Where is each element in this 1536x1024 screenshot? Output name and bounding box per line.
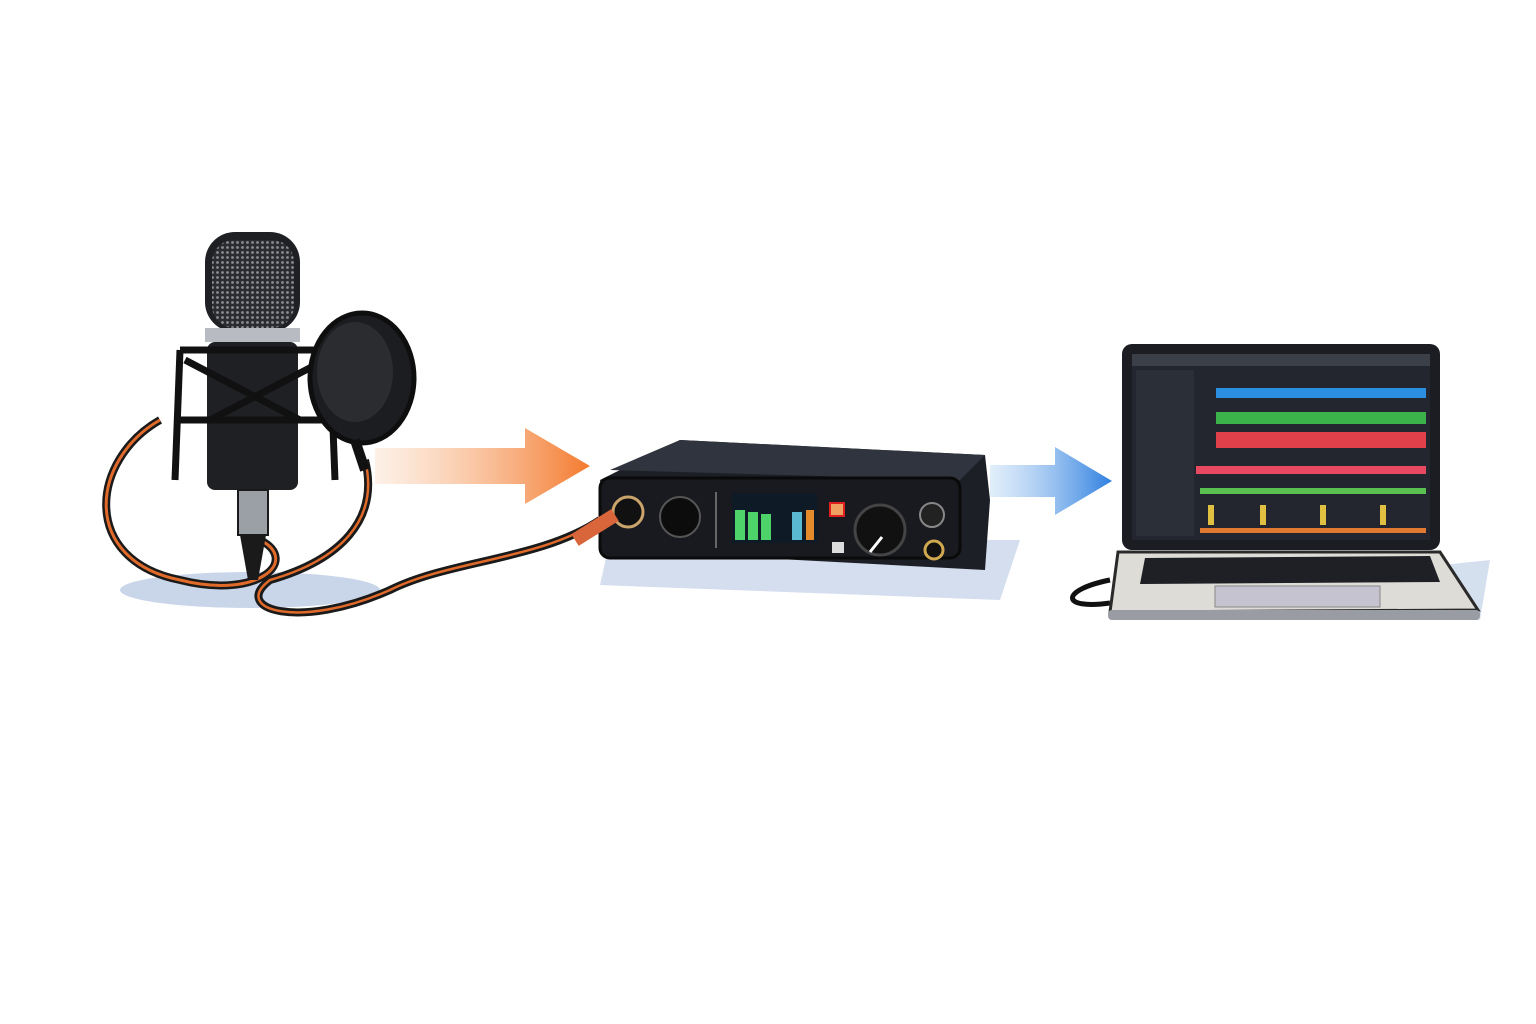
signal-arrow-orange <box>375 428 590 504</box>
condenser-microphone-icon <box>102 232 603 617</box>
laptop-daw-icon <box>1070 344 1481 620</box>
signal-arrow-blue <box>990 447 1112 515</box>
audio-interface-icon <box>571 440 990 570</box>
